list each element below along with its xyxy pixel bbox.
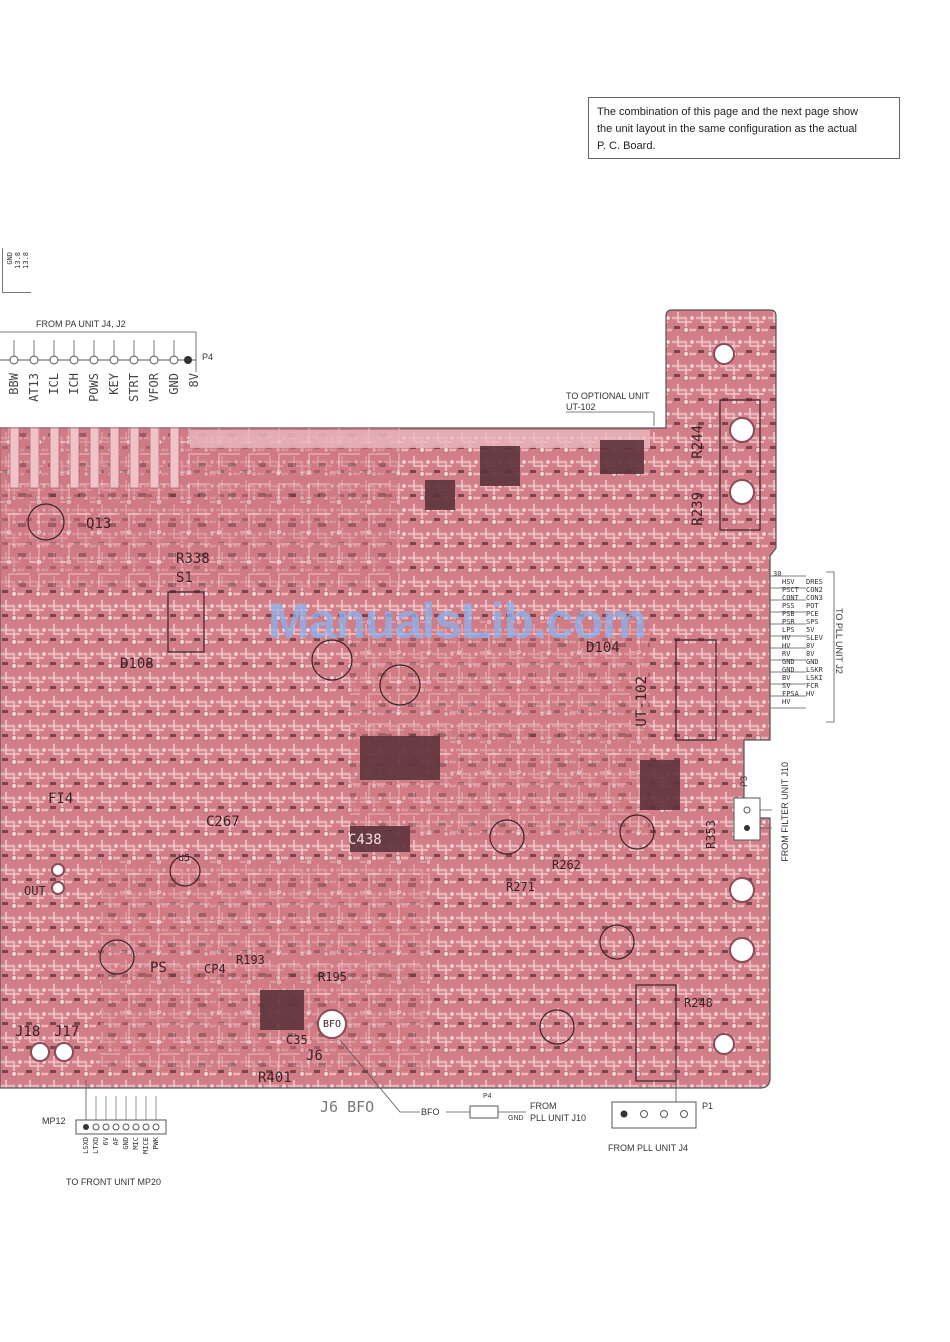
pll-j2-pin: BV xyxy=(782,674,791,682)
bfo-pin: P4 xyxy=(483,1093,492,1100)
label-c267: C267 xyxy=(206,814,240,830)
mp12-pin: 6V xyxy=(102,1137,110,1146)
pll-j2-pin: HV xyxy=(806,690,815,698)
label-r248: R248 xyxy=(684,996,713,1010)
filter-unit-title: FROM FILTER UNIT J10 xyxy=(780,762,790,862)
mp12-connector: MP12 xyxy=(42,1116,66,1126)
note-line-1: The combination of this page and the nex… xyxy=(597,106,859,118)
pll-j2-pin: SV xyxy=(782,682,791,690)
bfo-from-line1: FROM xyxy=(530,1101,557,1111)
bfo-gnd: GND xyxy=(508,1115,524,1122)
pll-j2-pin: 8V xyxy=(806,642,815,650)
pll-j2-pin: CON2 xyxy=(806,586,823,594)
mp12-pin: AF xyxy=(112,1137,120,1146)
note-line-3: P. C. Board. xyxy=(597,140,656,152)
optional-unit-line2: UT-102 xyxy=(566,402,596,412)
pll-j2-title: TO PLL UNIT J2 xyxy=(834,608,844,674)
pll-j4-title: FROM PLL UNIT J4 xyxy=(608,1143,689,1153)
mp12-pin-labels: LSXD LTXD 6V AF GND MIC MICE PWK xyxy=(82,1137,172,1173)
pa-connector-p4: P4 xyxy=(202,352,214,362)
pll-j2-pin: GND xyxy=(806,658,819,666)
pll-j2-pin: LPS xyxy=(782,626,795,634)
label-c438: C438 xyxy=(348,832,382,848)
pll-j2-pin: POT xyxy=(806,602,819,610)
label-fi4: FI4 xyxy=(48,791,74,807)
pll-j4-connector: P1 xyxy=(702,1101,714,1111)
pll-j2-pin: HV xyxy=(782,634,791,642)
pll-j2-pin: PSB xyxy=(782,610,795,618)
note-line-2: the unit layout in the same configuratio… xyxy=(597,123,857,135)
mp12-pin: GND xyxy=(122,1137,130,1150)
label-r271: R271 xyxy=(506,880,535,894)
pll-j2-pin: LSKR xyxy=(806,666,823,674)
label-ut102: UT-102 xyxy=(634,676,650,727)
label-u5: U5 xyxy=(178,853,191,864)
mp12-pin: LSXD xyxy=(82,1137,90,1154)
pll-j2-pin: PSS xyxy=(782,602,795,610)
pll-j2-pin: HSV xyxy=(782,578,795,586)
label-r244: R244 xyxy=(690,425,706,459)
bfo-label: J6 BFO xyxy=(320,1098,375,1116)
label-r401: R401 xyxy=(258,1070,292,1086)
pll-j2-left-col: HSV PSCT CONT PSS PSB PSR LPS HV HV RV G… xyxy=(782,578,799,706)
watermark: ManualsLib.com xyxy=(268,593,647,649)
pll-j2-pin: RV xyxy=(782,650,791,658)
bfo-from-line2: PLL UNIT J10 xyxy=(530,1113,587,1123)
label-r262: R262 xyxy=(552,858,581,872)
pll-j2-pin: HV xyxy=(782,698,791,706)
mp12-pin: PWK xyxy=(152,1137,160,1150)
pll-j2-pin: 8V xyxy=(806,650,815,658)
pll-j2-pin: GND xyxy=(782,658,795,666)
pll-j2-pin: CON3 xyxy=(806,594,823,602)
label-j17: J17 xyxy=(54,1024,80,1040)
label-q13: Q13 xyxy=(86,516,112,532)
filter-connector-p3: P3 xyxy=(739,776,749,788)
pll-j2-pin: SLEV xyxy=(806,634,823,642)
pll-j2-pin: PSCT xyxy=(782,586,799,594)
pll-j2-pin: PSR xyxy=(782,618,795,626)
top-left-connector: GND 13.8 13.8 xyxy=(0,248,34,296)
label-out: OUT xyxy=(24,884,46,898)
label-r338: R338 xyxy=(176,551,210,567)
mp12-title: TO FRONT UNIT MP20 xyxy=(66,1177,162,1187)
label-d108: D108 xyxy=(120,656,154,672)
mp12-pin: MIC xyxy=(132,1137,140,1150)
label-j6: J6 xyxy=(306,1048,323,1064)
label-d104: D104 xyxy=(586,640,620,656)
pll-j2-pin: GND xyxy=(782,666,795,674)
mp12-pin: MICE xyxy=(142,1137,150,1154)
label-r239: R239 xyxy=(690,492,706,526)
label-cp4: CP4 xyxy=(204,962,226,976)
pll-j2-pin: DRES xyxy=(806,578,823,586)
pll-j2-pin: LSKI xyxy=(806,674,823,682)
pll-j2-pin: HV xyxy=(782,642,791,650)
pll-j2-pin: FCR xyxy=(806,682,819,690)
label-r195: R195 xyxy=(318,970,347,984)
pll-j2-pin-number: 30 xyxy=(773,570,782,578)
label-r353: R353 xyxy=(704,820,718,849)
layout-note: The combination of this page and the nex… xyxy=(588,97,900,159)
pll-j2-right-col: DRES CON2 CON3 POT PCE SPS 5V SLEV 8V 8V… xyxy=(806,578,823,698)
bfo-tag: BFO xyxy=(421,1107,440,1117)
optional-unit-line1: TO OPTIONAL UNIT xyxy=(566,391,650,401)
pll-j2-pin: SPS xyxy=(806,618,819,626)
pll-j2-pin: 5V xyxy=(806,626,815,634)
label-r193: R193 xyxy=(236,953,265,967)
label-ps: PS xyxy=(150,960,167,976)
label-c35: C35 xyxy=(286,1033,308,1047)
label-j18: J18 xyxy=(15,1024,41,1040)
pa-unit-title: FROM PA UNIT J4, J2 xyxy=(36,319,126,329)
label-bfo-board: BFO xyxy=(323,1019,342,1030)
label-s1: S1 xyxy=(176,570,193,586)
pll-j2-pin: FPSA xyxy=(782,690,799,698)
mp12-pin: LTXD xyxy=(92,1137,100,1154)
pll-j2-pin: PCE xyxy=(806,610,819,618)
pll-j2-pin: CONT xyxy=(782,594,799,602)
